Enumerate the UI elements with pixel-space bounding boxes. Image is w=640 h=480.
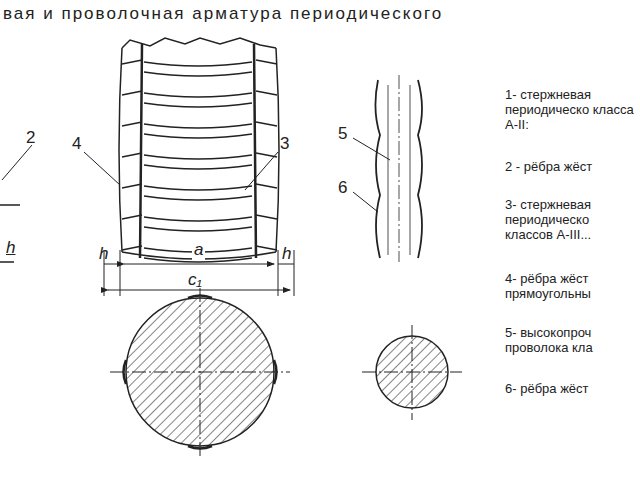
legend-note: 6- рёбра жёст xyxy=(505,382,637,397)
callout-number: 6 xyxy=(338,178,347,198)
legend-note: 1- стержневая периодическо класса А-II: xyxy=(505,88,637,133)
dimension-label: h xyxy=(6,238,15,258)
callout-number: 3 xyxy=(280,134,289,154)
callout-number: 2 xyxy=(26,128,35,148)
dimension-label: c₁ xyxy=(188,270,202,290)
legend-note: 5- высокопроч проволока кла xyxy=(505,326,637,356)
dimension-label: h xyxy=(99,244,108,264)
dimension-label: h xyxy=(282,244,291,264)
dimension-label: a xyxy=(192,240,205,260)
legend-note: 3- стержневая периодическо классов А-III… xyxy=(505,198,637,243)
diagram-title: вая и проволочная арматура периодическог… xyxy=(3,4,443,24)
callout-number: 5 xyxy=(338,124,347,144)
legend-note: 4- рёбра жёст прямоугольны xyxy=(505,272,637,302)
legend-note: 2 - рёбра жёст xyxy=(505,160,637,175)
callout-number: 4 xyxy=(72,134,81,154)
